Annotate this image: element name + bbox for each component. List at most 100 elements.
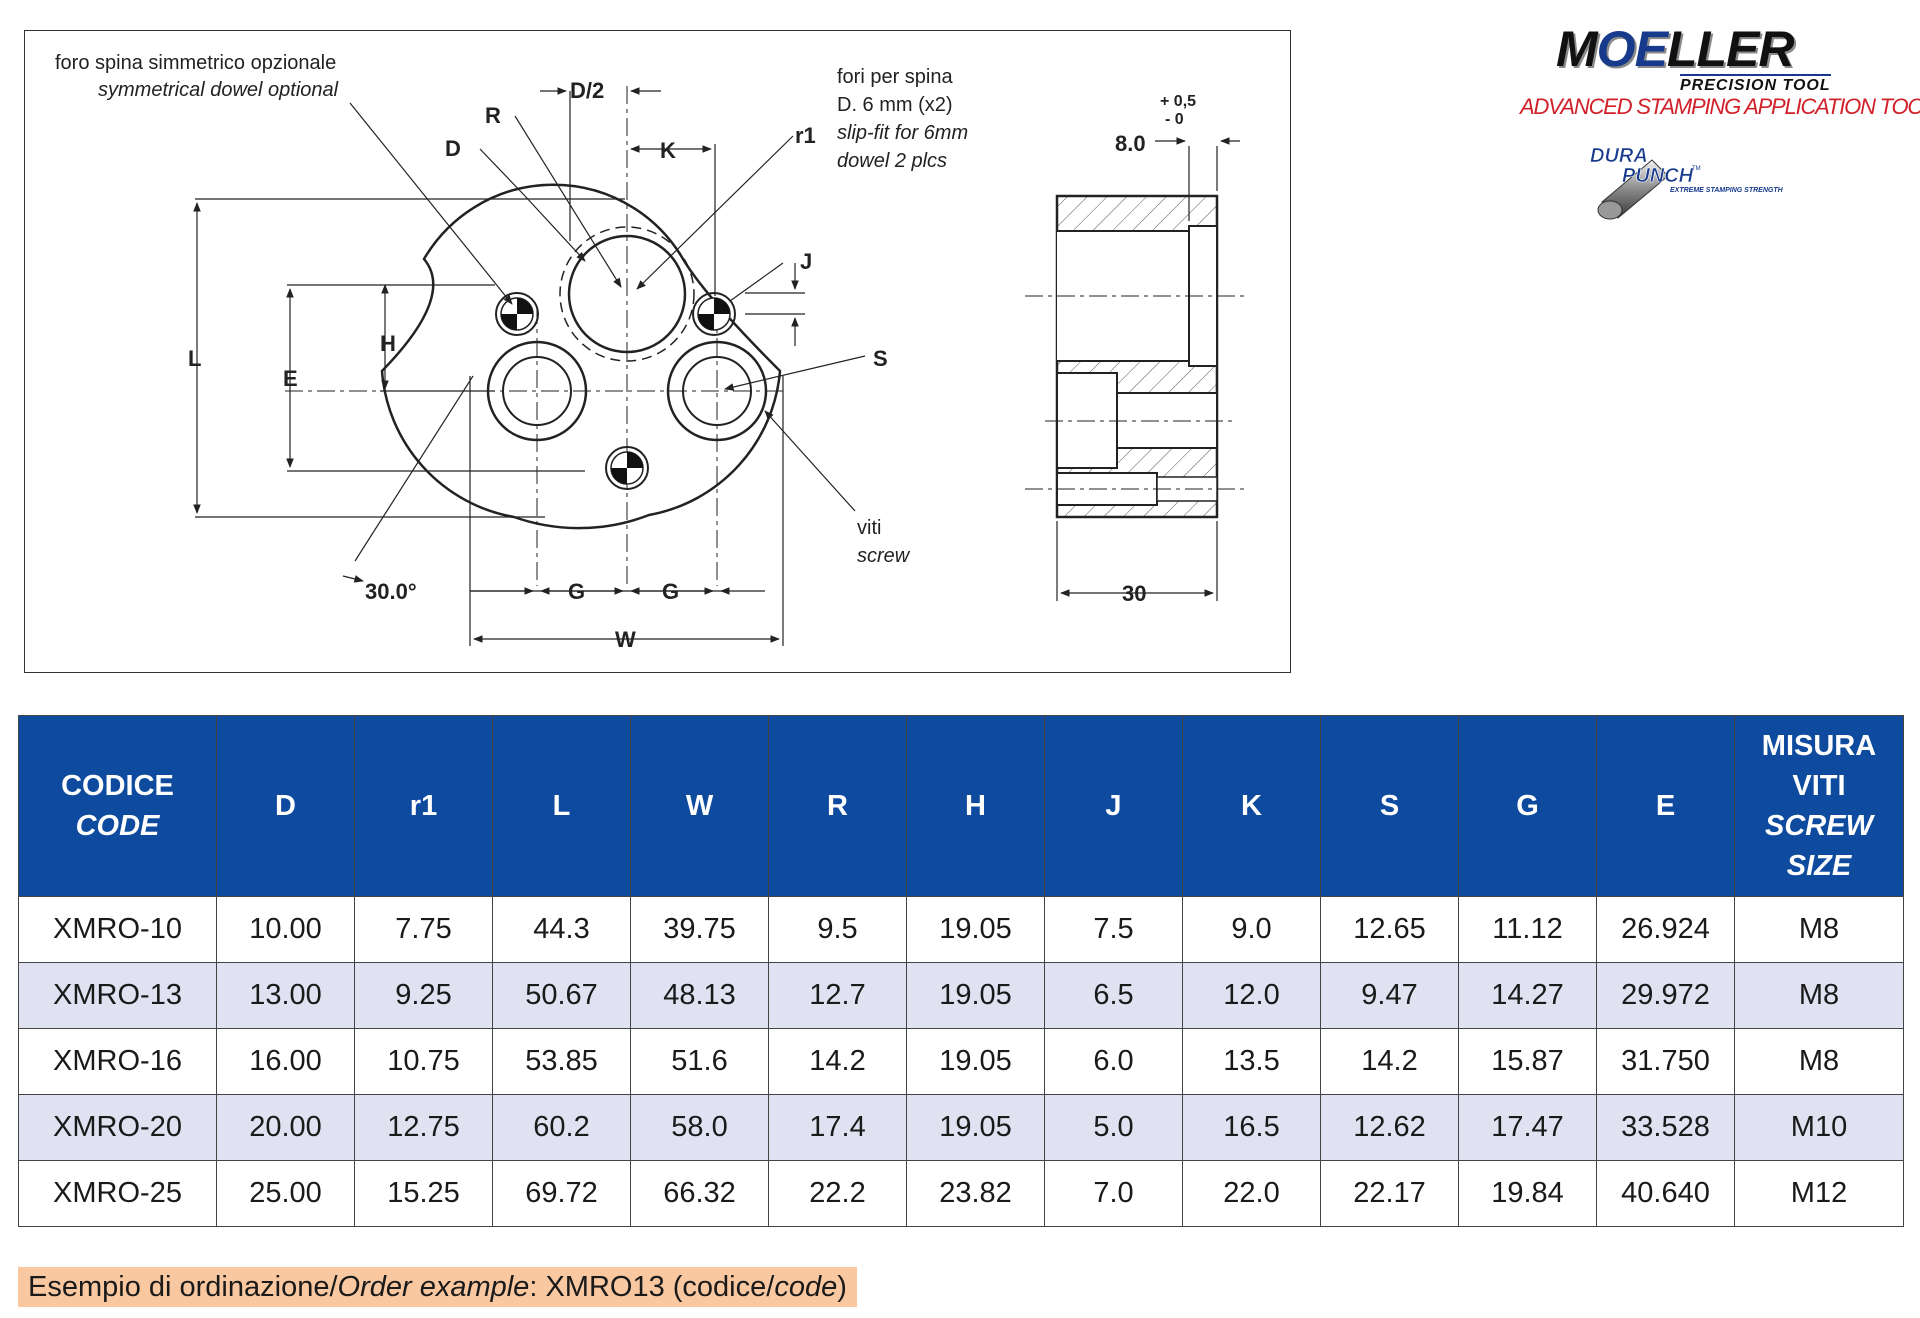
table-cell: 22.2 bbox=[768, 1160, 907, 1227]
table-cell: 13.5 bbox=[1182, 1028, 1321, 1095]
header-l: L bbox=[492, 715, 631, 897]
body-shape bbox=[380, 183, 782, 530]
table-cell: 31.750 bbox=[1596, 1028, 1735, 1095]
label-g-right: G bbox=[662, 579, 679, 604]
table-cell: M12 bbox=[1734, 1160, 1904, 1227]
table-cell: 17.47 bbox=[1458, 1094, 1597, 1161]
table-cell: M8 bbox=[1734, 1028, 1904, 1095]
table-cell: 15.87 bbox=[1458, 1028, 1597, 1095]
header-h: H bbox=[906, 715, 1045, 897]
label-depth: 8.0 bbox=[1115, 131, 1146, 156]
dimension-lines bbox=[193, 87, 866, 646]
dura-subtitle: EXTREME STAMPING STRENGTH bbox=[1670, 187, 1784, 194]
label-l: L bbox=[188, 346, 201, 371]
table-cell: XMRO-16 bbox=[18, 1028, 217, 1095]
label-w: W bbox=[615, 627, 636, 652]
table-cell: 16.00 bbox=[216, 1028, 355, 1095]
table-cell: 11.12 bbox=[1458, 896, 1597, 963]
table-cell: XMRO-10 bbox=[18, 896, 217, 963]
table-cell: 12.0 bbox=[1182, 962, 1321, 1029]
table-cell: 12.75 bbox=[354, 1094, 493, 1161]
label-angle: 30.0° bbox=[365, 579, 417, 604]
front-view bbox=[285, 86, 785, 586]
table-cell: XMRO-20 bbox=[18, 1094, 217, 1161]
table-cell: 7.75 bbox=[354, 896, 493, 963]
table-cell: 17.4 bbox=[768, 1094, 907, 1161]
logo-subtitle: PRECISION TOOL bbox=[1680, 74, 1831, 95]
table-cell: 23.82 bbox=[906, 1160, 1045, 1227]
side-view bbox=[1025, 137, 1245, 601]
table-cell: 16.5 bbox=[1182, 1094, 1321, 1161]
header-r: R bbox=[768, 715, 907, 897]
header-e: E bbox=[1596, 715, 1735, 897]
dura-tm: TM bbox=[1692, 166, 1701, 172]
header-r1: r1 bbox=[354, 715, 493, 897]
table-cell: M8 bbox=[1734, 962, 1904, 1029]
table-cell: 6.5 bbox=[1044, 962, 1183, 1029]
center-bore-clearance bbox=[559, 226, 695, 362]
table-cell: 58.0 bbox=[630, 1094, 769, 1161]
note-dowel-optional-en: symmetrical dowel optional bbox=[98, 79, 339, 101]
note-screw-it: viti bbox=[857, 517, 881, 539]
table-cell: 44.3 bbox=[492, 896, 631, 963]
header-k: K bbox=[1182, 715, 1321, 897]
table-cell: 10.75 bbox=[354, 1028, 493, 1095]
table-cell: 6.0 bbox=[1044, 1028, 1183, 1095]
punch-icon bbox=[1597, 159, 1669, 220]
table-cell: 19.84 bbox=[1458, 1160, 1597, 1227]
table-cell: 10.00 bbox=[216, 896, 355, 963]
table-cell: 9.47 bbox=[1320, 962, 1459, 1029]
technical-drawing-panel: D/2 R D K r1 J H L E S G G W 30.0° 8.0 +… bbox=[24, 30, 1291, 673]
table-cell: 5.0 bbox=[1044, 1094, 1183, 1161]
technical-drawing: D/2 R D K r1 J H L E S G G W 30.0° 8.0 +… bbox=[55, 52, 1245, 652]
table-cell: M8 bbox=[1734, 896, 1904, 963]
table-cell: 60.2 bbox=[492, 1094, 631, 1161]
table-cell: XMRO-25 bbox=[18, 1160, 217, 1227]
table-cell: 12.65 bbox=[1320, 896, 1459, 963]
dura-punch-logo: DURA PUNCH TM EXTREME STAMPING STRENGTH bbox=[1590, 145, 1784, 220]
label-k: K bbox=[660, 138, 676, 163]
table-cell: 53.85 bbox=[492, 1028, 631, 1095]
logo-tagline: ADVANCED STAMPING APPLICATION TOOLING bbox=[1520, 94, 1920, 119]
table-cell: 20.00 bbox=[216, 1094, 355, 1161]
note-dowel-holes-it1: fori per spina bbox=[837, 66, 953, 88]
note-dowel-holes-it2: D. 6 mm (x2) bbox=[837, 94, 953, 116]
table-cell: 9.0 bbox=[1182, 896, 1321, 963]
label-tol-plus: + 0,5 bbox=[1160, 93, 1196, 110]
table-cell: 14.2 bbox=[768, 1028, 907, 1095]
moeller-logo: MOELLER PRECISION TOOL ADVANCED STAMPING… bbox=[1520, 20, 1920, 220]
table-cell: 51.6 bbox=[630, 1028, 769, 1095]
dowel-hole-left bbox=[495, 292, 539, 336]
table-cell: 14.27 bbox=[1458, 962, 1597, 1029]
note-dowel-holes-en2: dowel 2 plcs bbox=[837, 150, 947, 172]
note-dowel-holes-en1: slip-fit for 6mm bbox=[837, 122, 968, 144]
table-cell: 19.05 bbox=[906, 896, 1045, 963]
table-cell: 12.62 bbox=[1320, 1094, 1459, 1161]
note-screw-en: screw bbox=[857, 545, 911, 567]
header-d: D bbox=[216, 715, 355, 897]
table-cell: 9.25 bbox=[354, 962, 493, 1029]
table-cell: 25.00 bbox=[216, 1160, 355, 1227]
table-cell: 19.05 bbox=[906, 1028, 1045, 1095]
table-cell: 9.5 bbox=[768, 896, 907, 963]
table-cell: 69.72 bbox=[492, 1160, 631, 1227]
label-r1: r1 bbox=[795, 123, 816, 148]
dowel-hole-right bbox=[692, 292, 736, 336]
dura-bottom-text: PUNCH bbox=[1622, 165, 1694, 187]
table-cell: 48.13 bbox=[630, 962, 769, 1029]
table-cell: M10 bbox=[1734, 1094, 1904, 1161]
label-h: H bbox=[380, 331, 396, 356]
table-cell: 66.32 bbox=[630, 1160, 769, 1227]
label-s: S bbox=[873, 346, 888, 371]
label-e: E bbox=[283, 366, 298, 391]
table-cell: 22.0 bbox=[1182, 1160, 1321, 1227]
table-cell: XMRO-13 bbox=[18, 962, 217, 1029]
label-g-left: G bbox=[568, 579, 585, 604]
